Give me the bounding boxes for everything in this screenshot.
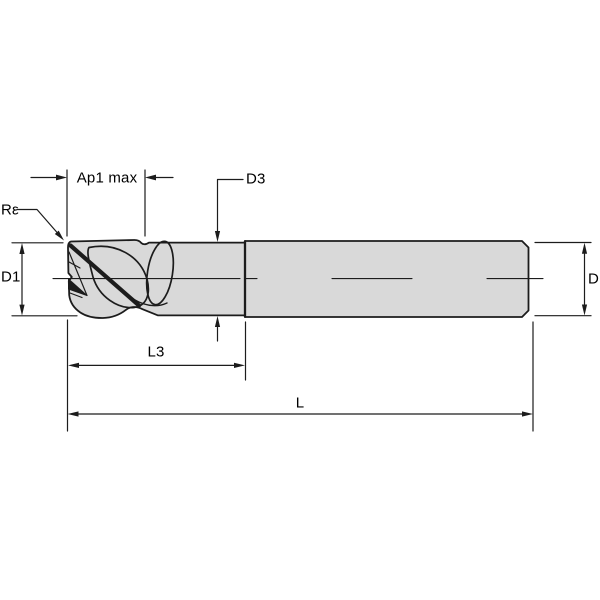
dimension-l3 (68, 321, 247, 381)
dimension-d3 (214, 178, 244, 342)
label-corner-radius: Rε (1, 201, 19, 219)
dimension-d1 (11, 242, 78, 317)
label-cutting-diameter: D1 (1, 268, 21, 286)
label-flute-length: L3 (147, 343, 165, 361)
flute-lines (68, 240, 175, 309)
dimension-d (534, 241, 592, 317)
leader-corner-radius (16, 208, 64, 241)
label-neck-diameter: D3 (246, 170, 266, 188)
dimension-ap1-max (30, 169, 174, 237)
tool-cutter-and-neck (67, 239, 247, 319)
label-shank-diameter: D (588, 270, 600, 288)
dimension-l (66, 319, 534, 432)
label-overall-length: L (295, 394, 305, 412)
label-ap1-max: Ap1 max (76, 169, 138, 187)
